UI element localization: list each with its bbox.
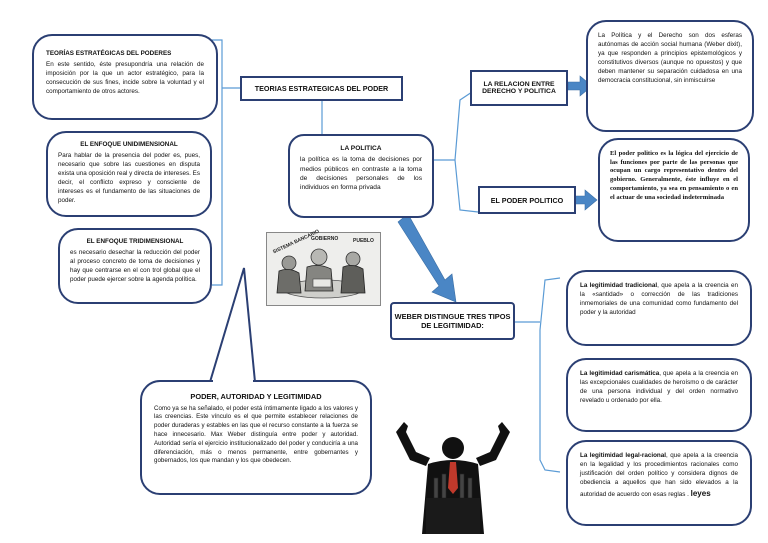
political-cartoon-image: SISTEMA BANCARIO GOBIERNO PUEBLO xyxy=(266,232,381,306)
tridimensional-text: es necesario desechar la reducción del p… xyxy=(70,249,200,283)
right-branch-line xyxy=(455,88,478,212)
autoridad-text: Como ya se ha señalado, el poder está ín… xyxy=(154,405,358,465)
main-text: la política es la toma de decisiones por… xyxy=(300,156,422,191)
legal-racional-end: leyes xyxy=(691,489,711,498)
callout-pointer-cover xyxy=(213,378,253,383)
poder-politico-text: El poder politico es la lógica del ejerc… xyxy=(610,150,738,201)
topic-poder-politico: EL PODER POLITICO xyxy=(478,186,576,214)
tradicional-bold: La legitimidad tradicional xyxy=(580,282,657,289)
poder-autoridad-legitimidad-box: PODER, AUTORIDAD Y LEGITIMIDAD Como ya s… xyxy=(140,380,372,495)
topic-weber-legitimidad: WEBER DISTINGUE TRES TIPOS DE LEGITIMIDA… xyxy=(390,302,515,340)
orator-silhouette-image xyxy=(386,418,520,534)
right-bracket-line xyxy=(540,278,560,472)
carismatica-bold: La legitimidad carismática xyxy=(580,370,659,377)
legitimidad-legal-racional-box: La legitimidad legal-racional, que apela… xyxy=(566,440,752,526)
topic-teorias-label: TEORIAS ESTRATEGICAS DEL PODER xyxy=(255,84,389,93)
legal-racional-bold: La legitimidad legal-racional xyxy=(580,452,666,459)
topic-poder-politico-label: EL PODER POLITICO xyxy=(491,196,564,205)
tridimensional-title: EL ENFOQUE TRIDIMENSIONAL xyxy=(70,238,200,247)
unidimensional-title: EL ENFOQUE UNIDIMENSIONAL xyxy=(58,141,200,150)
topic-relacion-derecho-politica: LA RELACION ENTRE DERECHO Y POLITICA xyxy=(470,70,568,106)
teorias-estrategicas-box: TEORÍAS ESTRATÉGICAS DEL PODERES En este… xyxy=(32,34,218,120)
teorias-box-title: TEORÍAS ESTRATÉGICAS DEL PODERES xyxy=(46,50,204,59)
topic-relacion-label: LA RELACION ENTRE DERECHO Y POLITICA xyxy=(472,81,566,95)
relacion-text: La Política y el Derecho son dos esferas… xyxy=(598,32,742,84)
enfoque-tridimensional-box: EL ENFOQUE TRIDIMENSIONAL es necesario d… xyxy=(58,228,212,304)
legitimidad-tradicional-box: La legitimidad tradicional, que apela a … xyxy=(566,270,752,346)
legitimidad-carismatica-box: La legitimidad carismática, que apela a … xyxy=(566,358,752,432)
arrow-to-weber xyxy=(398,214,456,302)
unidimensional-text: Para hablar de la presencia del poder es… xyxy=(58,152,200,204)
enfoque-unidimensional-box: EL ENFOQUE UNIDIMENSIONAL Para hablar de… xyxy=(46,131,212,217)
la-politica-main-box: LA POLITICA la política es la toma de de… xyxy=(288,134,434,218)
poder-politico-text-box: El poder politico es la lógica del ejerc… xyxy=(598,138,750,242)
topic-weber-label: WEBER DISTINGUE TRES TIPOS DE LEGITIMIDA… xyxy=(392,312,513,330)
cartoon-label-right: PUEBLO xyxy=(353,238,374,244)
arrow-to-poder-politico xyxy=(575,190,597,210)
cartoon-label-mid: GOBIERNO xyxy=(311,236,338,242)
teorias-box-text: En este sentido, éste presupondría una r… xyxy=(46,61,204,95)
relacion-text-box: La Política y el Derecho son dos esferas… xyxy=(586,20,754,132)
topic-teorias-estrategicas: TEORIAS ESTRATEGICAS DEL PODER xyxy=(240,76,403,101)
main-title: LA POLITICA xyxy=(300,144,422,153)
autoridad-title: PODER, AUTORIDAD Y LEGITIMIDAD xyxy=(154,392,358,403)
